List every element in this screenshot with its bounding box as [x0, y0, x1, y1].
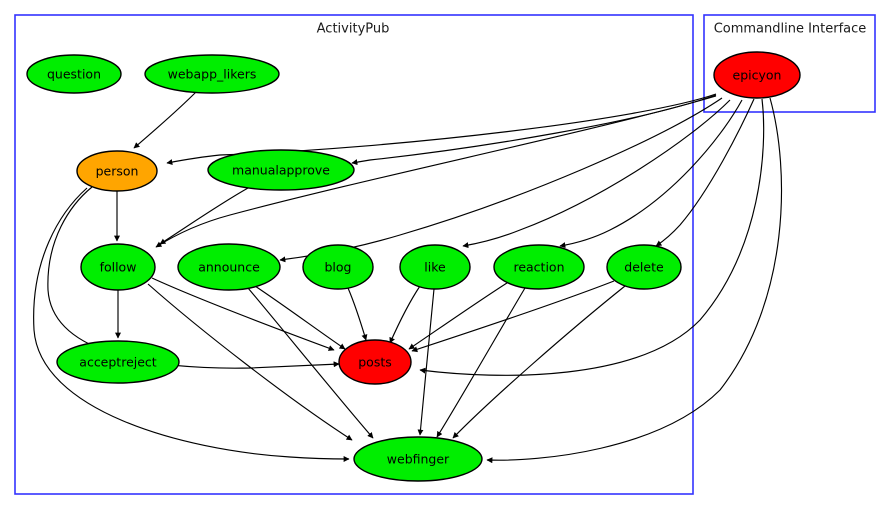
- node-webapp_likers[interactable]: webapp_likers: [144, 54, 280, 94]
- node-shape-blog[interactable]: [302, 244, 374, 290]
- edge-announce-to-webfinger: [247, 287, 374, 439]
- node-reaction[interactable]: reaction: [493, 244, 585, 290]
- edge-like-to-posts: [389, 285, 421, 344]
- edge-epicyon-to-reaction: [559, 99, 743, 249]
- node-person[interactable]: person: [76, 150, 158, 192]
- edge-epicyon-to-posts: [419, 98, 765, 376]
- node-shape-delete[interactable]: [606, 244, 682, 290]
- edge-manualapprove-to-follow: [159, 187, 249, 245]
- edge-epicyon-to-webfinger: [486, 97, 783, 464]
- edge-person-to-webfinger: [33, 187, 350, 462]
- node-shape-announce[interactable]: [177, 243, 281, 291]
- edge-epicyon-to-follow: [155, 95, 717, 248]
- node-posts[interactable]: posts: [338, 339, 412, 385]
- node-delete[interactable]: delete: [606, 244, 682, 290]
- edge-webapp_likers-to-person: [133, 91, 197, 149]
- node-shape-posts[interactable]: [338, 339, 412, 385]
- edge-announce-to-posts: [254, 285, 346, 350]
- cluster-boxes: ActivityPub Commandline Interface: [14, 14, 876, 495]
- node-shape-epicyon[interactable]: [713, 51, 801, 99]
- node-blog[interactable]: blog: [302, 244, 374, 290]
- node-acceptreject[interactable]: acceptreject: [56, 340, 180, 384]
- node-shape-webfinger[interactable]: [353, 436, 483, 482]
- cluster-label-activitypub: ActivityPub: [317, 22, 390, 37]
- edge-blog-to-posts: [347, 287, 368, 341]
- cluster-box-cli: [703, 14, 876, 113]
- node-shape-follow[interactable]: [80, 243, 156, 291]
- node-question[interactable]: question: [26, 54, 122, 94]
- node-shape-person[interactable]: [76, 150, 158, 192]
- node-follow[interactable]: follow: [80, 243, 156, 291]
- edge-delete-to-posts: [411, 280, 615, 353]
- edge-delete-to-webfinger: [452, 285, 626, 439]
- node-shape-webapp_likers[interactable]: [144, 54, 280, 94]
- cluster-label-cli: Commandline Interface: [714, 22, 867, 37]
- edge-epicyon-to-delete: [655, 98, 755, 247]
- node-announce[interactable]: announce: [177, 243, 281, 291]
- node-like[interactable]: like: [399, 244, 471, 290]
- node-manualapprove[interactable]: manualapprove: [207, 149, 355, 191]
- edge-epicyon-to-manualapprove: [351, 94, 717, 166]
- edge-reaction-to-webfinger: [436, 287, 526, 438]
- node-webfinger[interactable]: webfinger: [353, 436, 483, 482]
- edge-like-to-webfinger: [417, 288, 435, 436]
- node-epicyon[interactable]: epicyon: [713, 51, 801, 99]
- node-shape-like[interactable]: [399, 244, 471, 290]
- node-shape-question[interactable]: [26, 54, 122, 94]
- node-shape-acceptreject[interactable]: [56, 340, 180, 384]
- edge-follow-to-posts: [151, 277, 335, 351]
- edge-follow-to-webfinger: [147, 283, 353, 441]
- cluster-box-activitypub: [14, 14, 694, 495]
- node-shape-manualapprove[interactable]: [207, 149, 355, 191]
- edge-reaction-to-posts: [408, 280, 511, 350]
- edge-epicyon-to-like: [462, 99, 731, 249]
- edge-epicyon-to-person: [166, 93, 717, 165]
- node-shape-reaction[interactable]: [493, 244, 585, 290]
